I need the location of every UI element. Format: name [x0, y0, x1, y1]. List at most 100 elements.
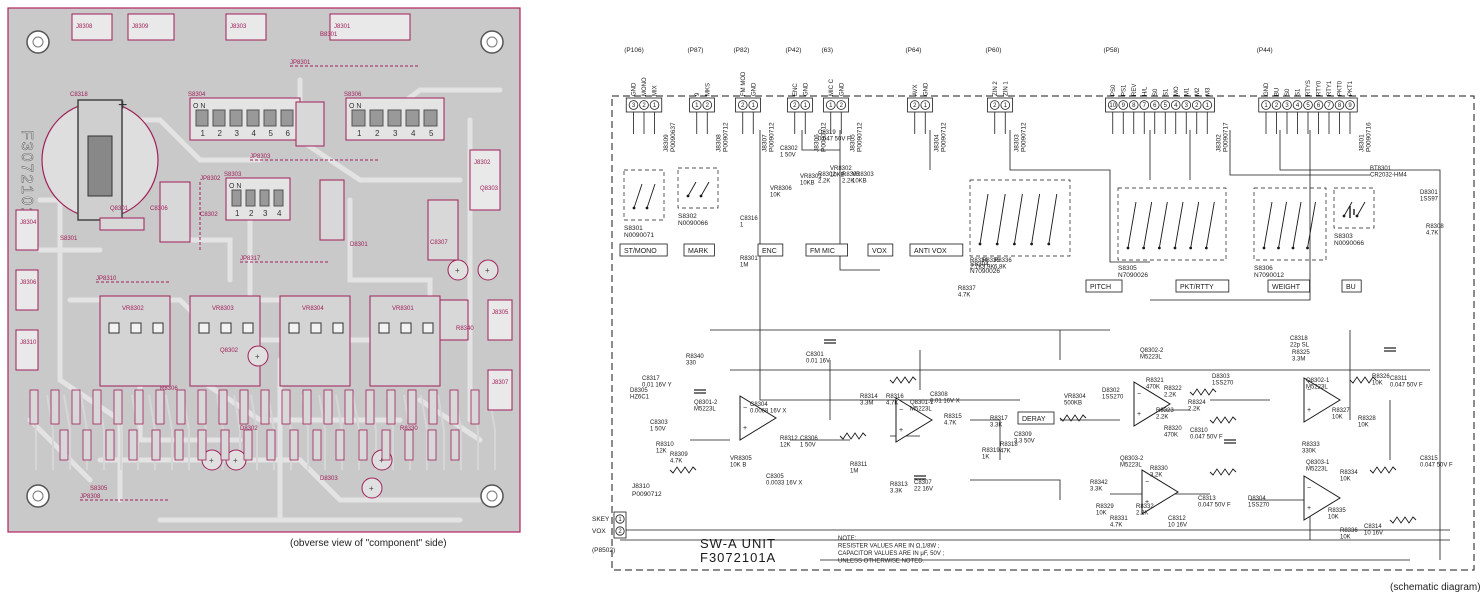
- mounting-hole-inner: [486, 36, 498, 48]
- pcb-trace-thin: [437, 394, 445, 470]
- pcb-trace: [177, 237, 233, 283]
- component-ref: C8314: [1364, 524, 1382, 530]
- connector-pin-label: MIX: [653, 85, 659, 96]
- connector-part: P0090717: [1223, 122, 1230, 152]
- connector-pin-number: 7: [1327, 103, 1331, 109]
- component-value: 1 50V: [650, 427, 666, 433]
- switch-contact: [1174, 201, 1184, 249]
- pcb-resistor: [59, 429, 69, 461]
- connector-pin: [1139, 100, 1150, 110]
- pcb-part-label: D8302: [240, 426, 258, 432]
- component-ref: C8316: [740, 216, 758, 222]
- switch-contact: [1190, 201, 1200, 249]
- component-ref: R8325: [1292, 350, 1310, 356]
- component-value: HZ6C1: [630, 395, 650, 401]
- component-value: 2.2K: [1164, 393, 1176, 399]
- op-amp-minus: −: [1137, 391, 1141, 398]
- switch-s8301: [623, 169, 665, 221]
- pcb-resistor: [29, 389, 39, 425]
- switch-node: [1157, 246, 1161, 250]
- block-label-box: [1017, 411, 1055, 425]
- component-value: 2.7K: [970, 265, 982, 271]
- component-ref: Q8301-2: [694, 400, 718, 406]
- connector-pin-number: 10: [1109, 103, 1116, 109]
- switch-contact: [1343, 201, 1353, 217]
- pcb-resistor: [155, 389, 165, 425]
- component-ref: R8332: [1136, 504, 1154, 510]
- switch-node: [1173, 246, 1177, 250]
- pcb-resistor: [197, 389, 207, 425]
- pcb-connector-label: J8305: [492, 310, 509, 316]
- component-ref: R8301: [740, 256, 758, 262]
- component-value: 3.2K: [1150, 473, 1162, 479]
- connector-pin: [1107, 100, 1118, 110]
- connector-pin-number: 2: [1195, 103, 1199, 109]
- cap-plus: +: [209, 456, 214, 465]
- component-value: 12K: [780, 443, 791, 449]
- dip-switch-number: 1: [357, 129, 362, 138]
- connector-plug: (P82): [734, 47, 750, 54]
- connector-pin: [649, 100, 660, 110]
- input-jack-pin-number: 2: [618, 529, 622, 535]
- component-ref: C8312: [1168, 516, 1186, 522]
- switch-node: [632, 206, 636, 210]
- component-value: M5223L: [1306, 385, 1328, 391]
- component-ref: Q8302-2: [1140, 348, 1164, 354]
- schematic-wires: [620, 110, 1450, 561]
- schematic-note-line: CAPACITOR VALUES ARE IN μF, 50V ;: [838, 551, 944, 557]
- connector-ref: J8301: [1358, 134, 1365, 152]
- wire: [759, 130, 1020, 401]
- dip-switch-ref: S8306: [344, 92, 362, 98]
- connector-pin: [825, 100, 836, 110]
- component-ref: C8306: [800, 436, 818, 442]
- pcb-part-label: C8306: [150, 206, 168, 212]
- component-ref: Q8301-1: [910, 400, 934, 406]
- connector-pin: [920, 100, 931, 110]
- component-value: 22p SL: [1290, 343, 1310, 349]
- block-label: WEIGHT: [1272, 284, 1301, 291]
- pcb-part-label: S8301: [60, 236, 78, 242]
- connector-part: P0090712: [769, 122, 776, 152]
- pcb-resistor: [82, 429, 92, 461]
- component-value: 3.3K: [1090, 487, 1102, 493]
- switch-contact: [1205, 201, 1215, 249]
- connector-pin-label: ZIN 1: [1003, 81, 1009, 96]
- connector-pin-number: 1: [695, 103, 699, 109]
- connector-part: P0090712: [941, 122, 948, 152]
- component-ref: C8309: [1014, 432, 1032, 438]
- pcb-part-outline: [295, 101, 325, 147]
- component-ref: Q8303-2: [1120, 456, 1144, 462]
- connector-pin-label: PS1: [1121, 84, 1127, 96]
- switch-part: N7090026: [970, 268, 1000, 275]
- connector-pin-number: 1: [924, 103, 928, 109]
- dip-switch-lever: [280, 109, 294, 127]
- connector-pin-label: MO: [1174, 86, 1180, 96]
- component-value: 47K: [1000, 449, 1011, 455]
- component-value: 10K: [1328, 515, 1339, 521]
- component-ref: R8312: [780, 436, 798, 442]
- component-value: 3.3K: [990, 423, 1002, 429]
- pcb-resistor: [105, 429, 115, 461]
- component-ref: D8302: [1102, 388, 1120, 394]
- pcb-connector: [15, 269, 39, 311]
- connector-pin: [639, 100, 649, 110]
- connector-pin-number: 7: [1143, 103, 1147, 109]
- pcb-jumper-label: JP8301: [290, 60, 311, 66]
- connector-ref: J8305: [850, 134, 857, 152]
- pcb-connector-label: J8302: [474, 160, 491, 166]
- pcb-resistor-rows: [29, 389, 480, 461]
